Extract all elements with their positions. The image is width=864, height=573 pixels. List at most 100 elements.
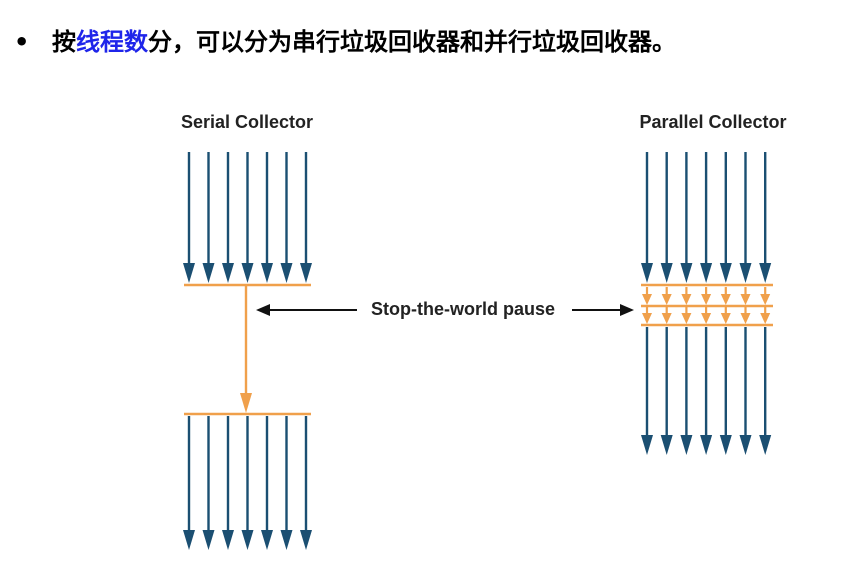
parallel-gc-arrow-b-2-head — [661, 313, 672, 324]
parallel-collector-label: Parallel Collector — [639, 112, 786, 132]
parallel-gc-arrow-a-1 — [642, 287, 652, 305]
parallel-gc-arrow-a-3-head — [681, 294, 692, 305]
serial-thread-arrow-top-4-head — [241, 263, 254, 283]
parallel-thread-arrow-top-3-head — [680, 263, 693, 283]
parallel-gc-arrow-a-5-head — [720, 294, 731, 305]
parallel-thread-arrow-bottom-1 — [641, 327, 653, 455]
parallel-collector — [641, 152, 773, 455]
serial-thread-arrow-bottom-3 — [222, 416, 234, 550]
stop-the-world-pause-label: Stop-the-world pause — [371, 299, 555, 319]
parallel-gc-arrow-a-3 — [681, 287, 692, 305]
heading-prefix: 按 — [52, 28, 76, 56]
parallel-gc-arrow-b-5-head — [720, 313, 731, 324]
parallel-thread-arrow-bottom-1-head — [641, 435, 653, 455]
parallel-thread-arrow-bottom-5-head — [719, 435, 732, 455]
serial-thread-arrow-bottom-5 — [261, 416, 273, 550]
parallel-gc-arrow-b-6-head — [740, 313, 751, 324]
parallel-thread-arrow-bottom-2-head — [660, 435, 673, 455]
serial-thread-arrow-bottom-7-head — [300, 530, 312, 550]
serial-thread-arrow-top-6-head — [280, 263, 293, 283]
parallel-thread-arrow-top-6 — [739, 152, 752, 283]
parallel-thread-arrow-bottom-3 — [680, 327, 693, 455]
parallel-thread-arrow-bottom-7 — [759, 327, 772, 455]
serial-thread-arrow-top-4 — [241, 152, 254, 283]
pause-pointers — [256, 304, 634, 316]
serial-thread-arrow-top-1-head — [183, 263, 195, 283]
parallel-thread-arrow-top-1 — [641, 152, 653, 283]
serial-gc-thread-arrow — [240, 286, 252, 413]
parallel-gc-arrow-b-1 — [642, 307, 652, 324]
parallel-thread-arrow-top-2-head — [660, 263, 673, 283]
parallel-gc-arrow-b-4-head — [701, 313, 712, 324]
parallel-gc-arrow-b-2 — [661, 307, 672, 324]
parallel-thread-arrow-top-4 — [700, 152, 713, 283]
parallel-thread-arrow-bottom-4 — [700, 327, 713, 455]
parallel-thread-arrow-top-1-head — [641, 263, 653, 283]
parallel-thread-arrow-top-3 — [680, 152, 693, 283]
serial-thread-arrow-top-5-head — [261, 263, 273, 283]
parallel-gc-arrow-a-1-head — [642, 294, 652, 305]
parallel-thread-arrow-top-5-head — [719, 263, 732, 283]
serial-thread-arrow-top-6 — [280, 152, 293, 283]
serial-thread-arrow-top-2-head — [202, 263, 215, 283]
parallel-gc-arrow-a-6-head — [740, 294, 751, 305]
parallel-gc-arrow-a-2-head — [661, 294, 672, 305]
pause-pointer-left-head — [256, 304, 270, 316]
parallel-gc-arrow-a-7-head — [760, 294, 771, 305]
heading-suffix: 分，可以分为串行垃圾回收器和并行垃圾回收器。 — [148, 28, 676, 56]
parallel-gc-arrow-b-4 — [701, 307, 712, 324]
serial-thread-arrow-bottom-6-head — [280, 530, 293, 550]
parallel-gc-arrow-a-4-head — [701, 294, 712, 305]
serial-thread-arrow-top-1 — [183, 152, 195, 283]
parallel-gc-arrow-a-7 — [760, 287, 771, 305]
parallel-gc-arrow-b-3-head — [681, 313, 692, 324]
parallel-gc-arrow-b-7 — [760, 307, 771, 324]
serial-gc-thread-arrow-head — [240, 393, 252, 413]
parallel-thread-arrow-bottom-5 — [719, 327, 732, 455]
parallel-gc-arrow-a-6 — [740, 287, 751, 305]
serial-thread-arrow-bottom-6 — [280, 416, 293, 550]
parallel-gc-arrow-a-2 — [661, 287, 672, 305]
parallel-thread-arrow-bottom-2 — [660, 327, 673, 455]
serial-thread-arrow-bottom-3-head — [222, 530, 234, 550]
parallel-gc-arrow-b-1-head — [642, 313, 652, 324]
serial-thread-arrow-bottom-7 — [300, 416, 312, 550]
serial-thread-arrow-top-7 — [300, 152, 312, 283]
serial-thread-arrow-bottom-1 — [183, 416, 195, 550]
serial-thread-arrow-bottom-1-head — [183, 530, 195, 550]
serial-thread-arrow-bottom-5-head — [261, 530, 273, 550]
parallel-gc-arrow-a-4 — [701, 287, 712, 305]
parallel-thread-arrow-top-6-head — [739, 263, 752, 283]
bullet-icon: • — [14, 28, 30, 56]
serial-thread-arrow-bottom-4-head — [241, 530, 254, 550]
parallel-gc-arrow-b-7-head — [760, 313, 771, 324]
heading-line: • 按线程数分，可以分为串行垃圾回收器和并行垃圾回收器。 — [14, 26, 676, 58]
parallel-gc-arrow-b-6 — [740, 307, 751, 324]
parallel-gc-arrow-b-5 — [720, 307, 731, 324]
heading-highlight: 线程数 — [76, 28, 148, 56]
serial-collector — [183, 152, 312, 550]
pause-pointer-right-head — [620, 304, 634, 316]
serial-thread-arrow-bottom-4 — [241, 416, 254, 550]
serial-thread-arrow-top-2 — [202, 152, 215, 283]
parallel-thread-arrow-bottom-7-head — [759, 435, 772, 455]
serial-thread-arrow-top-7-head — [300, 263, 312, 283]
serial-thread-arrow-bottom-2 — [202, 416, 215, 550]
parallel-thread-arrow-bottom-6-head — [739, 435, 752, 455]
parallel-thread-arrow-bottom-6 — [739, 327, 752, 455]
parallel-gc-arrow-b-3 — [681, 307, 692, 324]
parallel-gc-arrow-a-5 — [720, 287, 731, 305]
serial-thread-arrow-top-5 — [261, 152, 273, 283]
parallel-thread-arrow-top-5 — [719, 152, 732, 283]
parallel-thread-arrow-bottom-3-head — [680, 435, 693, 455]
parallel-thread-arrow-top-7-head — [759, 263, 772, 283]
serial-collector-label: Serial Collector — [181, 112, 313, 132]
parallel-thread-arrow-top-4-head — [700, 263, 713, 283]
parallel-thread-arrow-top-7 — [759, 152, 772, 283]
serial-thread-arrow-top-3-head — [222, 263, 234, 283]
serial-thread-arrow-bottom-2-head — [202, 530, 215, 550]
parallel-thread-arrow-top-2 — [660, 152, 673, 283]
parallel-thread-arrow-bottom-4-head — [700, 435, 713, 455]
serial-thread-arrow-top-3 — [222, 152, 234, 283]
